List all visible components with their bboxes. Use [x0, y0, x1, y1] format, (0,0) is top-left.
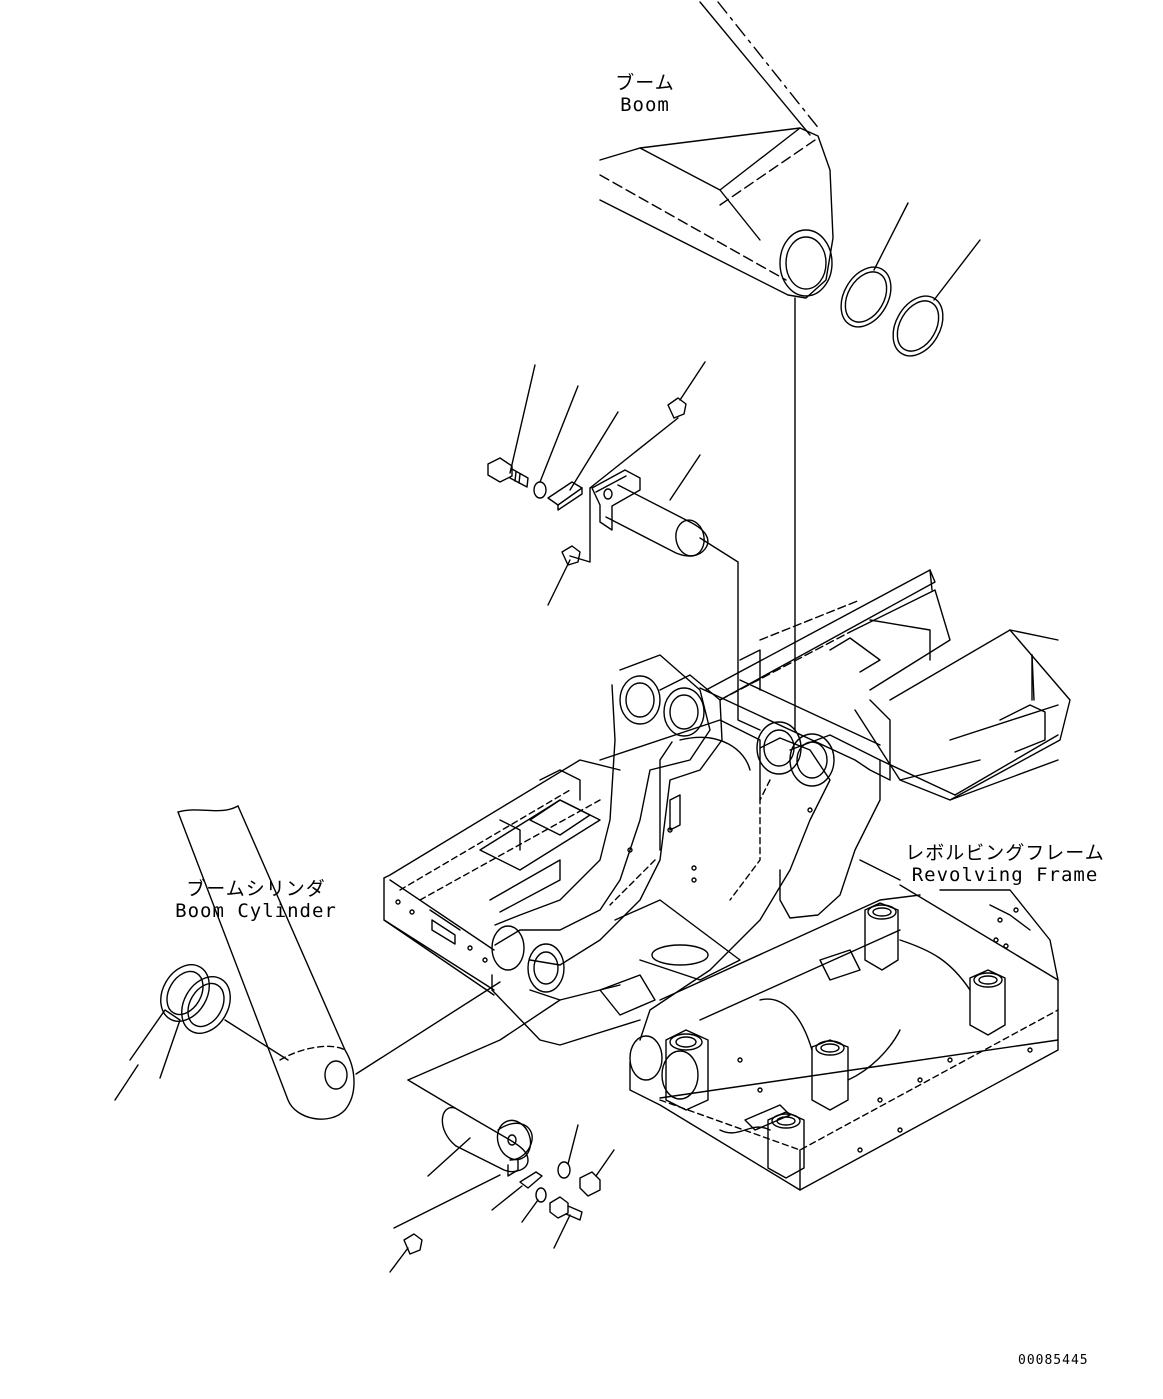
revolving-frame: [384, 570, 1070, 1190]
label-boom-cylinder-jp: ブームシリンダ: [186, 878, 326, 900]
frame-detail-lines: [930, 570, 1058, 700]
boom-cylinder-pin-lower: [390, 1000, 614, 1272]
label-boom-cylinder-en: Boom Cylinder: [175, 900, 337, 922]
label-revolving-frame-en: Revolving Frame: [911, 864, 1099, 886]
boom-part: [600, 2, 833, 298]
boom-cylinder: [178, 806, 500, 1119]
label-revolving-frame-jp: レボルビングフレーム: [905, 842, 1105, 864]
boom-foot-pin-upper: [488, 298, 795, 730]
shim-washers-cylinder: [115, 956, 288, 1100]
shim-washers-boom: [831, 203, 980, 365]
label-boom: ブーム Boom: [600, 72, 690, 116]
label-revolving-frame: レボルビングフレーム Revolving Frame: [900, 842, 1110, 886]
label-boom-cylinder: ブームシリンダ Boom Cylinder: [166, 878, 346, 922]
label-boom-en: Boom: [620, 94, 670, 116]
label-boom-jp: ブーム: [615, 72, 675, 94]
drawing-number: 00085445: [1018, 1353, 1089, 1368]
